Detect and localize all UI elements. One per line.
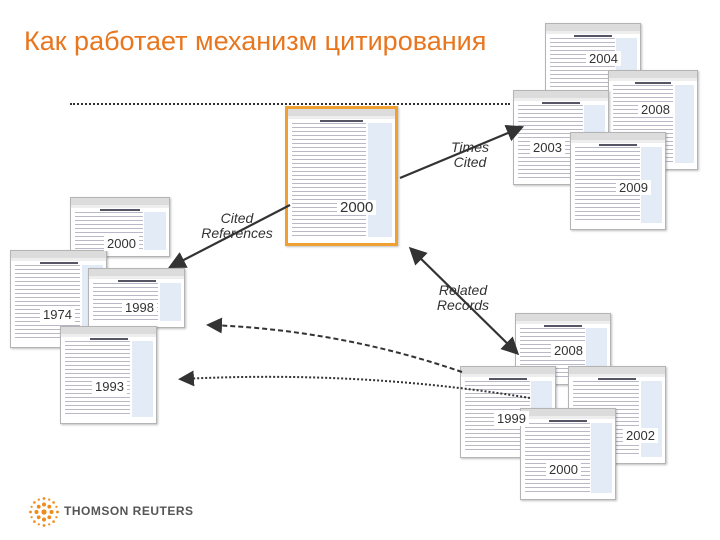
year-2009: 2009 <box>616 180 651 195</box>
arrow-dashed-1998 <box>206 317 463 373</box>
label-cited-references: Cited References <box>201 210 273 241</box>
year-2004: 2004 <box>586 51 621 66</box>
year-2003: 2003 <box>530 140 565 155</box>
label-times-cited: Times Cited <box>451 139 489 170</box>
year-2008-bottom: 2008 <box>551 343 586 358</box>
year-1993: 1993 <box>92 379 127 394</box>
year-1999: 1999 <box>494 411 529 426</box>
arrow-cited-references <box>168 204 291 269</box>
year-2000-bottom: 2000 <box>546 462 581 477</box>
doc-thumb-2000-bottom <box>520 408 616 500</box>
year-1998: 1998 <box>122 300 157 315</box>
thomson-reuters-logo-icon <box>29 497 59 527</box>
arrow-times-cited <box>399 124 525 180</box>
thomson-reuters-logo: THOMSON REUTERS <box>28 495 228 529</box>
dotted-divider <box>70 103 510 105</box>
label-related-records: Related Records <box>436 282 490 313</box>
year-1974: 1974 <box>40 307 75 322</box>
logo-text: THOMSON REUTERS <box>64 504 194 518</box>
year-2002: 2002 <box>623 428 658 443</box>
slide-title: Как работает механизм цитирования <box>24 26 487 56</box>
arrow-related-records <box>408 246 520 356</box>
year-center-2000: 2000 <box>337 200 377 215</box>
doc-thumb-center-2000 <box>285 106 398 246</box>
arrow-dashed-1993 <box>178 370 531 399</box>
year-left-2000: 2000 <box>104 236 139 251</box>
doc-thumb-1993 <box>60 326 157 424</box>
year-2008-top: 2008 <box>638 102 673 117</box>
